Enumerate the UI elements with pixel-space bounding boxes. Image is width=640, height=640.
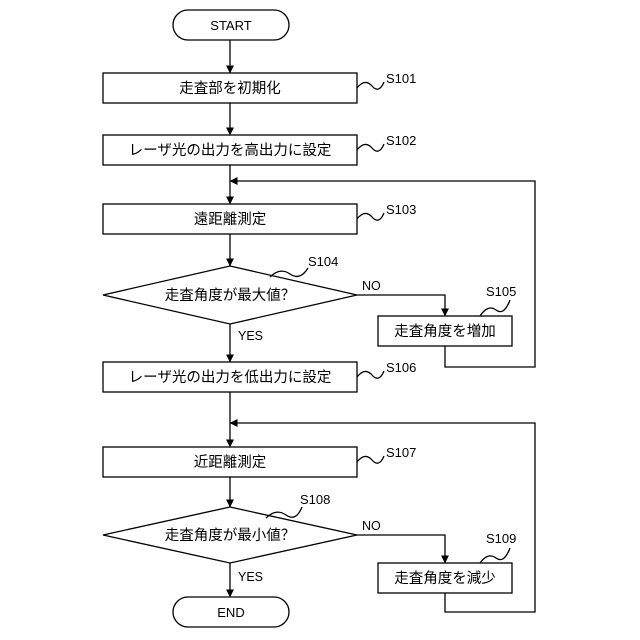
s103-text: 遠距離測定 — [194, 210, 267, 228]
s104-yes-label: YES — [238, 329, 263, 343]
s102-text: レーザ光の出力を高出力に設定 — [129, 142, 332, 159]
process-s103: 遠距離測定 S103 — [103, 202, 416, 234]
s101-id: S101 — [386, 71, 416, 86]
start-terminal: START — [173, 10, 289, 40]
s106-text: レーザ光の出力を低出力に設定 — [129, 369, 332, 386]
s108-no-label: NO — [362, 519, 381, 533]
s107-id: S107 — [386, 445, 416, 460]
process-s102: レーザ光の出力を高出力に設定 S102 — [103, 133, 416, 165]
process-s106: レーザ光の出力を低出力に設定 S106 — [103, 360, 416, 392]
process-s107: 近距離測定 S107 — [103, 445, 416, 477]
s102-leader — [357, 144, 384, 151]
s104-no-label: NO — [362, 279, 381, 293]
process-s101: 走査部を初期化 S101 — [103, 71, 416, 103]
end-label: END — [217, 605, 244, 620]
s107-leader — [357, 456, 384, 463]
s103-id: S103 — [386, 202, 416, 217]
s105-leader — [480, 300, 510, 316]
s105-text: 走査角度を増加 — [394, 323, 496, 340]
s109-id: S109 — [486, 531, 516, 546]
s108-id: S108 — [300, 492, 330, 507]
arrow-s104-no — [357, 295, 445, 316]
s102-id: S102 — [386, 133, 416, 148]
arrow-s108-no — [357, 535, 445, 563]
process-s105: 走査角度を増加 S105 — [378, 284, 516, 346]
s101-leader — [357, 82, 384, 89]
s106-leader — [357, 371, 384, 378]
s107-text: 近距離測定 — [194, 453, 267, 471]
s109-leader — [480, 548, 510, 563]
s103-leader — [357, 213, 384, 220]
s104-leader — [270, 268, 308, 277]
s108-text: 走査角度が最小値？ — [165, 527, 296, 544]
s101-text: 走査部を初期化 — [179, 80, 281, 97]
process-s109: 走査角度を減少 S109 — [378, 531, 516, 593]
s109-text: 走査角度を減少 — [394, 570, 496, 587]
s108-yes-label: YES — [238, 570, 263, 584]
start-label: START — [210, 18, 251, 33]
s105-id: S105 — [486, 284, 516, 299]
s104-id: S104 — [308, 254, 338, 269]
s106-id: S106 — [386, 360, 416, 375]
end-terminal: END — [173, 597, 289, 627]
s104-text: 走査角度が最大値？ — [165, 287, 296, 304]
